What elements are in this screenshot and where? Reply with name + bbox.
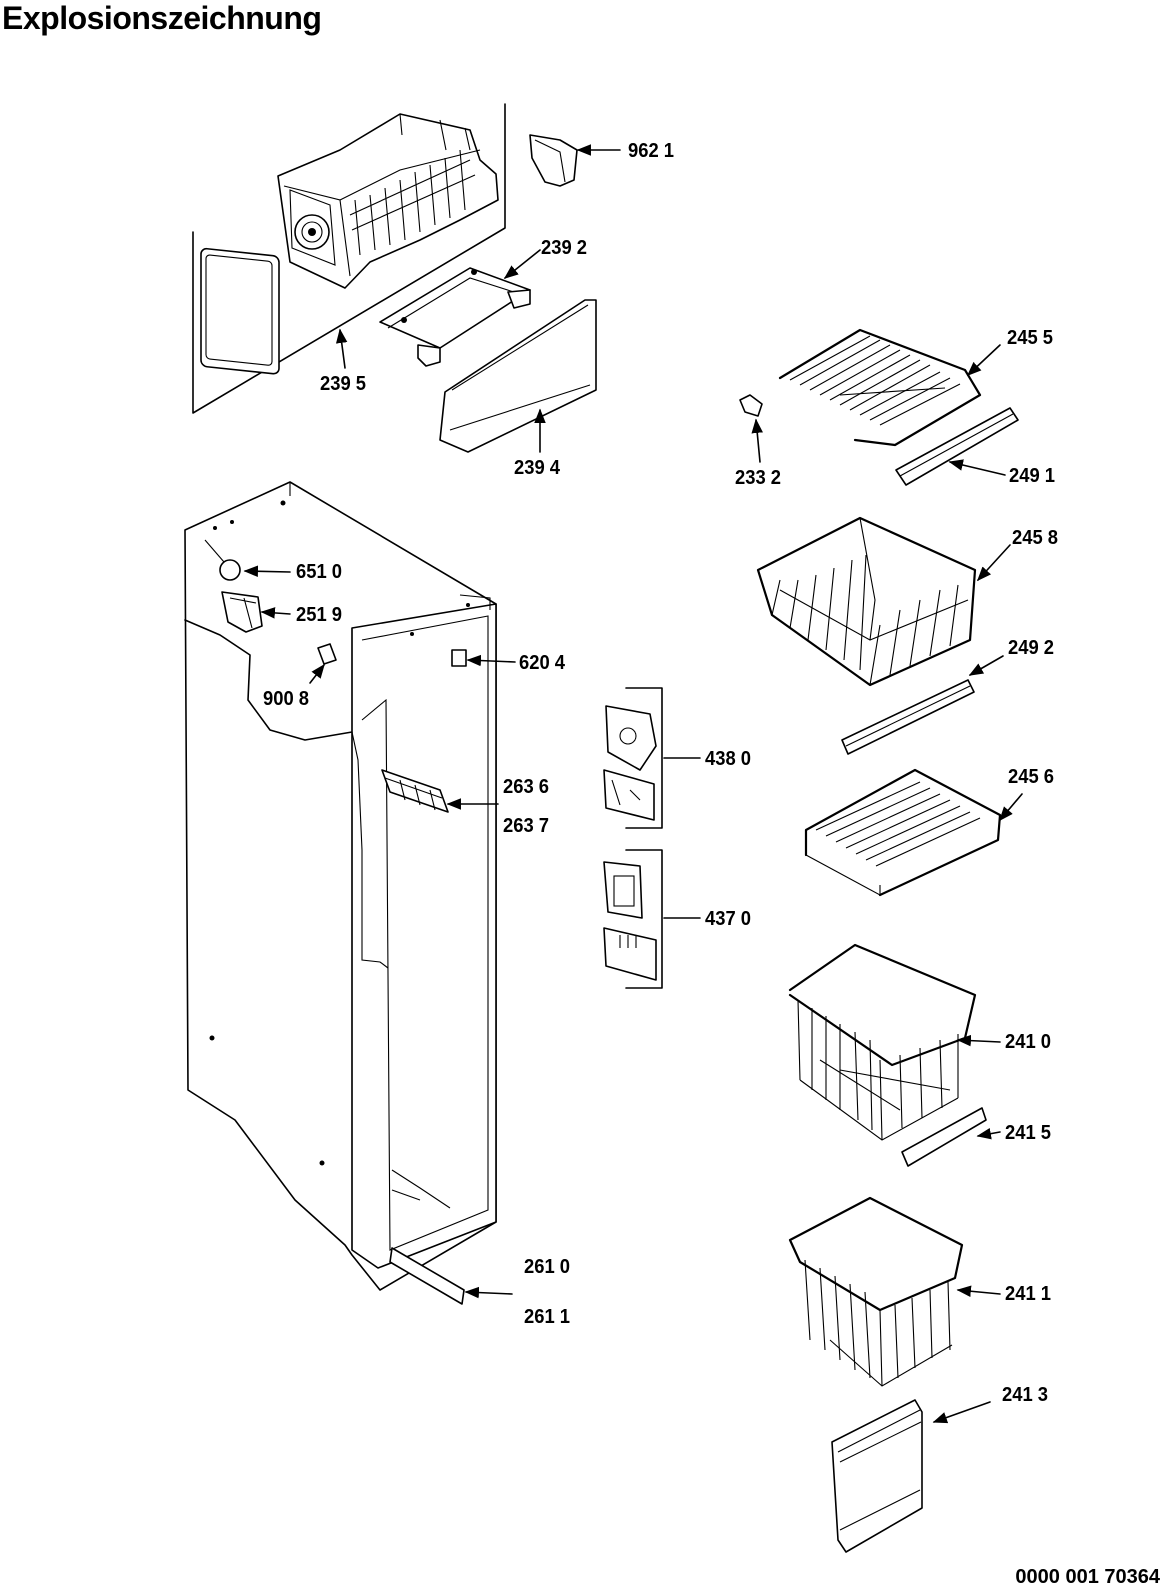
label-part-6204: 620 4 (519, 652, 566, 674)
icemaker-panel-group (192, 103, 597, 453)
basket-2458 (756, 516, 977, 687)
part-2492-shape (841, 679, 975, 755)
board-4370-group (603, 849, 663, 989)
label-part-2455: 245 5 (1007, 327, 1054, 349)
label-part-2413: 241 3 (1002, 1384, 1049, 1406)
label-part-9621: 962 1 (628, 140, 675, 162)
freezer-cabinet (184, 481, 497, 1291)
label-part-6510: 651 0 (296, 561, 343, 583)
part-6510-shape (219, 559, 241, 581)
label-part-2610: 261 0 (524, 1256, 571, 1278)
part-9621-shape (529, 134, 578, 187)
page-title: Explosionszeichnung (2, 0, 322, 36)
part-2332-shape (739, 394, 763, 417)
label-part-2392: 239 2 (541, 237, 588, 259)
shelf-2455 (778, 328, 982, 447)
part-6204-shape (451, 649, 467, 667)
label-part-2492: 249 2 (1008, 637, 1055, 659)
label-part-2491: 249 1 (1009, 465, 1056, 487)
icemaker-body (277, 113, 499, 289)
part-2636-shape (381, 769, 449, 813)
label-part-2395: 239 5 (320, 373, 367, 395)
label-part-2410: 241 0 (1005, 1031, 1052, 1053)
part-2610-shape (389, 1247, 465, 1305)
basket-2411 (788, 1196, 964, 1387)
part-9008-shape (317, 643, 337, 665)
board-4380-group (603, 687, 663, 829)
label-part-2636: 263 6 (503, 776, 550, 798)
part-2415-shape (901, 1107, 987, 1167)
label-part-2394: 239 4 (514, 457, 561, 479)
label-part-2519: 251 9 (296, 604, 343, 626)
label-part-9008: 900 8 (263, 688, 310, 710)
document-number: 0000 001 70364 (1015, 1566, 1160, 1588)
label-part-2456: 245 6 (1008, 766, 1055, 788)
part-2491-shape (895, 407, 1019, 486)
label-part-2411: 241 1 (1005, 1283, 1052, 1305)
label-part-2637: 263 7 (503, 815, 550, 837)
front-2413 (831, 1399, 923, 1553)
label-part-4380: 438 0 (705, 748, 752, 770)
shelf-2456 (804, 768, 1002, 897)
label-part-2415: 241 5 (1005, 1122, 1052, 1144)
basket-2410 (788, 943, 977, 1141)
label-part-2458: 245 8 (1012, 527, 1059, 549)
label-part-4370: 437 0 (705, 908, 752, 930)
label-part-2611: 261 1 (524, 1306, 571, 1328)
label-part-2332: 233 2 (735, 467, 782, 489)
leader-lines (243, 144, 1023, 1424)
